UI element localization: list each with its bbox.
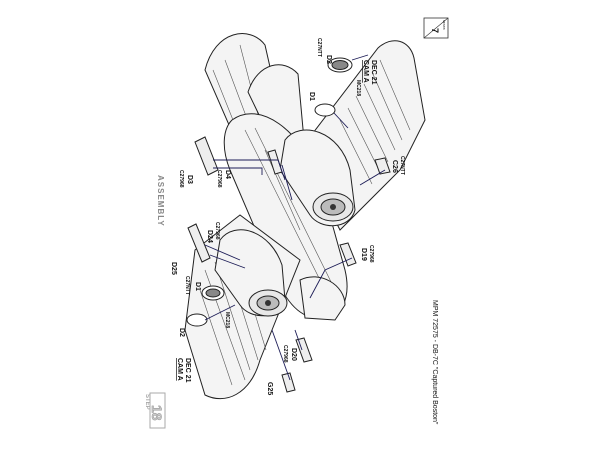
sheet-furniture: ASSEMBLY STEP 18 MPM 72575 - DB-7C "Capt… [144,17,449,429]
label-d2-lower: D2 [178,328,185,337]
label-d19: D19 [360,248,367,261]
label-c27968-d4: C27968 [216,170,222,188]
tail-fin [247,64,305,151]
aircraft-drawing [184,33,426,400]
part-d2-lower [186,313,208,327]
label-d20: D20 [290,348,297,361]
leader-lines [204,54,386,381]
label-d1-lower: D1 [194,282,201,291]
part-d20 [295,337,313,363]
label-d25: D25 [170,262,177,275]
label-g25: G25 [266,382,273,395]
step-label: STEP [144,394,150,410]
label-c27968-left1: C27968 [178,170,184,188]
label-c27968-d24: C27968 [214,222,220,240]
label-dec21-lower: DEC 21 [184,358,191,383]
label-c27ntt-upper: C27NTT [316,38,322,57]
label-d3: D3 [186,175,193,184]
part-c26 [374,157,391,175]
callout-labels: DEC 21 CAM A C27NTT D2 MC218 D1 C27968 D… [170,38,405,395]
label-cama-upper: CAM A [362,60,369,83]
label-mc218-lower: MC218 [224,312,230,328]
label-d4: D4 [224,170,231,179]
assembly-heading: ASSEMBLY [156,175,165,227]
engine-nacelle-left [214,229,288,317]
label-cama-lower: CAM A [176,358,183,381]
page-number: 7 [430,28,440,33]
footer-title: MPM 72575 - DB-7C "Captured Boston" [431,300,438,425]
page-number-badge: 7 MPM/8 [423,17,449,39]
step-number: 18 [149,405,165,421]
part-d24 [187,223,211,263]
label-c27ntt-lower: C27NTT [184,276,190,295]
part-d1-upper [314,103,336,117]
step-badge: STEP 18 [144,392,166,429]
page-mark: MPM/8 [442,20,446,30]
nose-section [299,276,346,321]
engine-nacelle-right [279,129,356,227]
part-d19 [339,242,357,267]
label-dec21-upper: DEC 21 [370,60,377,85]
label-d1-upper: D1 [308,92,315,101]
label-d2-upper: D2 [325,55,332,64]
label-c27968-d20: C27968 [282,345,288,363]
label-c26: C26 [391,160,398,173]
label-c27968-d19: C27968 [368,245,374,263]
label-c27ntt-c26: C27NTT [399,156,405,175]
label-mc218-upper: MC218 [355,80,361,96]
label-d24: D24 [206,230,213,243]
loose-parts [186,57,391,393]
part-d3 [194,136,219,176]
